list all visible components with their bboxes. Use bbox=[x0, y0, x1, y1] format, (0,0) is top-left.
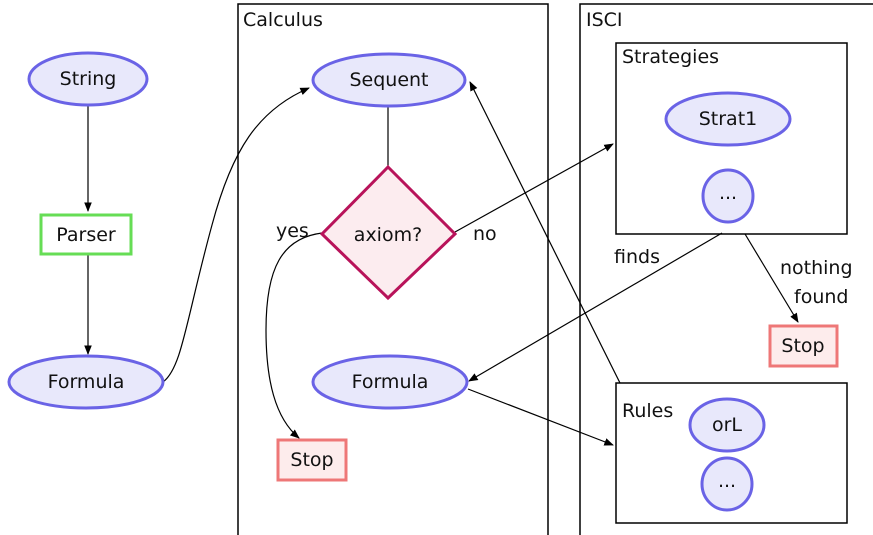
stop-isci-node-label: Stop bbox=[781, 335, 824, 357]
strategies-box bbox=[615, 42, 848, 235]
parser-node: Parser bbox=[39, 213, 133, 256]
rules-label: Rules bbox=[622, 400, 673, 422]
formula-mid-node: Formula bbox=[311, 354, 469, 410]
sequent-node-label: Sequent bbox=[349, 69, 428, 91]
strat1-node-label: Strat1 bbox=[699, 108, 758, 130]
edge-label-yes: yes bbox=[276, 220, 309, 242]
edge-strategies-stop-nothing bbox=[744, 233, 799, 323]
edge-strategies-formula-finds bbox=[468, 232, 723, 382]
edge-formula-rules bbox=[467, 388, 614, 446]
edge-axiom-strategies-no bbox=[454, 143, 614, 233]
stop-isci-node: Stop bbox=[768, 324, 839, 368]
string-node-label: String bbox=[60, 68, 117, 90]
formula-left-node-label: Formula bbox=[48, 371, 125, 393]
calculus-label: Calculus bbox=[243, 9, 323, 31]
orl-node-label: orL bbox=[712, 414, 742, 436]
axiom-node: axiom? bbox=[319, 164, 458, 301]
stop-calc-node: Stop bbox=[276, 438, 348, 482]
strat-more-node-label: ... bbox=[719, 182, 737, 204]
parser-node-label: Parser bbox=[56, 224, 116, 246]
strat1-node: Strat1 bbox=[664, 91, 792, 147]
rules-more-node: ... bbox=[700, 456, 754, 512]
formula-mid-node-label: Formula bbox=[352, 371, 429, 393]
stop-calc-node-label: Stop bbox=[290, 449, 333, 471]
isci-box bbox=[579, 3, 873, 535]
sequent-node: Sequent bbox=[311, 52, 467, 108]
edge-label-found: found bbox=[794, 286, 848, 308]
orl-node: orL bbox=[688, 397, 766, 453]
edge-formula-sequent bbox=[162, 87, 310, 383]
strat-more-node: ... bbox=[701, 168, 755, 224]
edge-label-nothing: nothing bbox=[780, 257, 853, 279]
rules-more-node-label: ... bbox=[718, 470, 736, 492]
isci-label: ISCI bbox=[586, 9, 623, 31]
edge-rules-sequent bbox=[469, 81, 621, 384]
edge-axiom-stop-yes bbox=[265, 232, 323, 439]
string-node: String bbox=[27, 51, 149, 107]
formula-left-node: Formula bbox=[7, 354, 165, 410]
strategies-label: Strategies bbox=[622, 46, 719, 68]
edge-label-finds: finds bbox=[614, 246, 660, 268]
axiom-node-label: axiom? bbox=[354, 224, 422, 246]
edge-label-no: no bbox=[473, 223, 497, 245]
calculus-box bbox=[237, 3, 549, 535]
rules-box bbox=[615, 382, 848, 524]
